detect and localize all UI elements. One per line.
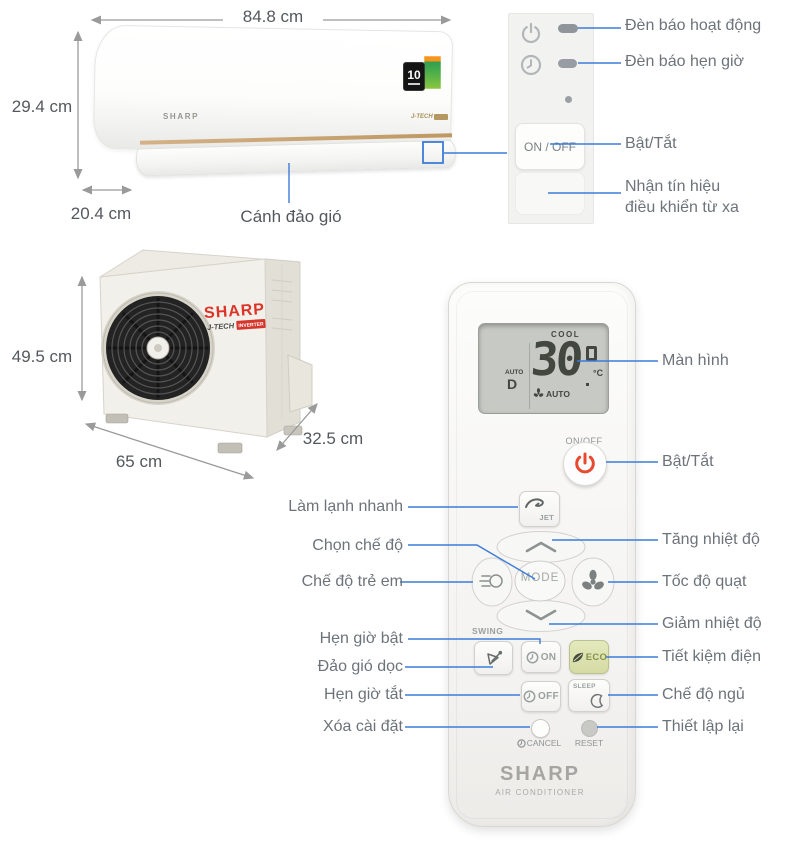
- operation-led: [558, 24, 578, 33]
- dim-height-outdoor: 49.5 cm: [11, 347, 73, 366]
- dim-depth-indoor: 20.4 cm: [70, 204, 132, 223]
- dim-depth-outdoor: 32.5 cm: [302, 429, 364, 448]
- swing-section-label: SWING: [472, 626, 504, 636]
- callout-reset: Thiết lập lại: [662, 718, 744, 735]
- swing-button: [474, 641, 513, 675]
- power-icon: [521, 22, 541, 44]
- callout-timer-off: Hẹn giờ tắt: [324, 686, 403, 703]
- display-dot: [586, 383, 589, 386]
- timer-off-button: OFF: [521, 681, 561, 712]
- eco-button: ECO: [569, 640, 609, 674]
- dim-width-indoor: 84.8 cm: [223, 7, 323, 27]
- timer-on-label: ON: [540, 651, 557, 663]
- jtech-text: J-TECH: [411, 114, 433, 120]
- display-swing-auto: AUTO: [505, 369, 524, 376]
- chevron-down-icon: [525, 609, 557, 621]
- fan-small-icon: [533, 388, 544, 397]
- indoor-brand-logo: SHARP: [163, 112, 200, 121]
- outdoor-pipe-cover: [287, 354, 313, 413]
- swing-icon: [486, 650, 502, 665]
- clock-icon: [526, 651, 539, 663]
- cancel-label-row: CANCEL: [506, 738, 572, 748]
- dim-width-outdoor: 65 cm: [115, 452, 163, 471]
- dim-height-indoor: 29.4 cm: [11, 97, 73, 116]
- display-unit: °C: [593, 368, 604, 378]
- remote-display: COOL AUTO D 30 °C AUTO: [478, 323, 609, 414]
- outdoor-vents: [271, 265, 293, 418]
- clock-icon: [517, 738, 526, 748]
- timer-off-label: OFF: [538, 691, 559, 702]
- inverter-box: [433, 114, 448, 120]
- cancel-label: CANCEL: [526, 738, 562, 748]
- warranty-sticker: 10: [403, 62, 425, 91]
- callout-temp-down: Giảm nhiệt độ: [662, 615, 762, 632]
- callout-operation-light: Đèn báo hoạt động: [625, 17, 762, 34]
- warranty-years: 10: [407, 68, 421, 82]
- energy-label-sticker: [424, 56, 441, 89]
- outdoor-brand-logo: SHARP: [204, 301, 266, 322]
- outdoor-inverter-box: [236, 318, 266, 330]
- mode-label: MODE: [520, 572, 560, 584]
- sensor-dot: [565, 96, 572, 103]
- callout-fan-speed: Tốc độ quạt: [662, 573, 747, 590]
- callout-cancel: Xóa cài đặt: [322, 718, 403, 735]
- sleep-button: SLEEP: [568, 679, 610, 712]
- display-swing-letter: D: [507, 376, 518, 392]
- cancel-button: [531, 719, 550, 738]
- display-degree-mark: [586, 346, 597, 361]
- callout-timer-light: Đèn báo hẹn giờ: [625, 53, 745, 70]
- remote-power-button: [563, 442, 607, 486]
- display-divider: [529, 343, 530, 409]
- remote-onoff-label: ON/OFF: [565, 436, 603, 446]
- callout-receiver-line1: Nhận tín hiệu: [625, 178, 721, 195]
- callout-jet: Làm lạnh nhanh: [288, 498, 403, 515]
- moon-icon: [590, 693, 604, 708]
- callout-deflector: Cánh đảo gió: [240, 207, 342, 226]
- callout-receiver-line2: điều khiển từ xa: [625, 199, 739, 216]
- fan-icon: [582, 569, 604, 590]
- panel-onoff-label: ON / OFF: [524, 139, 576, 154]
- display-mode: COOL: [551, 330, 581, 339]
- remote-brand-logo: SHARP: [499, 763, 580, 785]
- outdoor-branding: SHARP J-TECH INVERTER: [204, 301, 266, 332]
- reset-button: [581, 720, 598, 737]
- child-mode-button: [471, 557, 513, 607]
- callout-receiver: Nhận tín hiệu điều khiển từ xa: [625, 176, 739, 218]
- jet-icon: [525, 498, 544, 508]
- signal-receiver: [515, 172, 585, 215]
- temp-up-button: [496, 531, 586, 563]
- callout-sleep: Chế độ ngủ: [662, 686, 745, 703]
- leaf-icon: [572, 652, 583, 662]
- panel-onoff-button: ON / OFF: [515, 123, 585, 170]
- jet-label: JET: [539, 513, 554, 522]
- display-fan-row: AUTO: [533, 388, 570, 399]
- timer-led: [558, 59, 577, 68]
- remote-brand-sub: AIR CONDITIONER: [495, 788, 585, 797]
- reset-label: RESET: [574, 738, 604, 748]
- callout-remote-power: Bật/Tắt: [662, 453, 714, 470]
- clock-icon: [523, 690, 536, 703]
- sleep-label: SLEEP: [573, 683, 596, 690]
- power-icon: [575, 452, 595, 474]
- callout-eco: Tiết kiệm điện: [662, 648, 761, 665]
- outdoor-jtech-text: J-TECH: [207, 321, 235, 332]
- timer-on-button: ON: [521, 641, 561, 673]
- warranty-bar: [408, 83, 420, 85]
- callout-swing: Đảo gió dọc: [317, 658, 403, 675]
- callout-timer-on: Hẹn giờ bật: [319, 630, 403, 647]
- outdoor-inverter-text: INVERTER: [238, 321, 264, 329]
- callout-temp-up: Tăng nhiệt độ: [662, 531, 760, 548]
- display-fan-mode: AUTO: [546, 388, 570, 399]
- outdoor-fan-grille: [101, 291, 215, 405]
- eco-label: ECO: [585, 651, 608, 663]
- callout-panel-power: Bật/Tắt: [625, 135, 677, 152]
- timer-clock-icon: [520, 54, 542, 76]
- indoor-jtech-badge: J-TECH: [411, 114, 448, 120]
- jet-button: JET: [519, 491, 560, 527]
- callout-display: Màn hình: [662, 352, 729, 369]
- callout-mode: Chọn chế độ: [312, 537, 403, 554]
- callout-child-mode: Chế độ trẻ em: [301, 573, 403, 590]
- display-temperature: 30: [529, 332, 583, 386]
